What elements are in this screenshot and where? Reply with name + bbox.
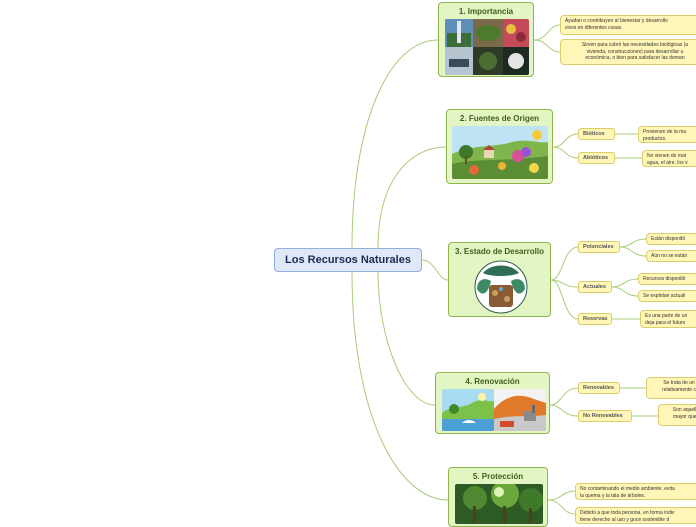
branch-proteccion-title: 5. Protección	[472, 472, 524, 481]
actuales-note-2[interactable]: Se explotan actuali	[638, 290, 696, 302]
branch-importancia[interactable]: 1. Importancia	[438, 2, 534, 77]
potenciales-note-2[interactable]: Aún no se están	[646, 250, 696, 262]
potenciales-note-1[interactable]: Están disponibl	[646, 233, 696, 245]
branch-fuentes-de-origen[interactable]: 2. Fuentes de Origen	[446, 109, 553, 184]
category-bioticos[interactable]: Bióticos	[578, 128, 615, 140]
branch-renovacion[interactable]: 4. Renovación	[435, 372, 550, 434]
category-abioticos[interactable]: Abióticos	[578, 152, 615, 164]
category-potenciales[interactable]: Potenciales	[578, 241, 620, 253]
proteccion-note-2[interactable]: Debido a que toda persona, en forma indi…	[575, 507, 696, 524]
renovacion-landscape-image	[442, 389, 494, 431]
proteccion-forest-image	[455, 484, 543, 524]
branch-fuentes-title: 2. Fuentes de Origen	[459, 114, 540, 123]
category-actuales[interactable]: Actuales	[578, 281, 612, 293]
reservas-note[interactable]: Es una parte de un deja para el futuro	[640, 310, 696, 328]
branch-importancia-title: 1. Importancia	[458, 7, 514, 16]
estado-cycle-image	[461, 259, 541, 315]
no-renovables-note[interactable]: Son aquello mayor que l	[658, 404, 696, 426]
importancia-note-1[interactable]: Ayudan o contribuyen al bienestar y desa…	[560, 15, 696, 35]
category-renovables[interactable]: Renovables	[578, 382, 620, 394]
proteccion-note-1[interactable]: No contaminando el medio ambiente, evita…	[575, 483, 696, 500]
renovables-note[interactable]: Se trata de un relativamente c	[646, 377, 696, 399]
actuales-note-1[interactable]: Recursos disponibl	[638, 273, 696, 285]
branch-renovacion-title: 4. Renovación	[465, 377, 520, 386]
fuentes-illustration-image	[452, 126, 548, 179]
branch-proteccion[interactable]: 5. Protección	[448, 467, 548, 527]
category-no-renovables[interactable]: No Renovables	[578, 410, 632, 422]
abioticos-note[interactable]: No vienen de mat agua, el aire, los v	[642, 150, 696, 167]
importancia-note-2[interactable]: Sirven para cubrir las necesidades bioló…	[560, 39, 696, 65]
branch-estado-de-desarrollo[interactable]: 3. Estado de Desarrollo	[448, 242, 551, 317]
no-renovacion-landscape-image	[494, 389, 546, 431]
category-reservas[interactable]: Reservas	[578, 313, 612, 325]
root-topic[interactable]: Los Recursos Naturales	[274, 248, 422, 272]
importancia-collage-image	[445, 19, 529, 75]
branch-estado-title: 3. Estado de Desarrollo	[455, 247, 544, 256]
bioticos-note[interactable]: Provienen de la ma productos.	[638, 126, 696, 143]
